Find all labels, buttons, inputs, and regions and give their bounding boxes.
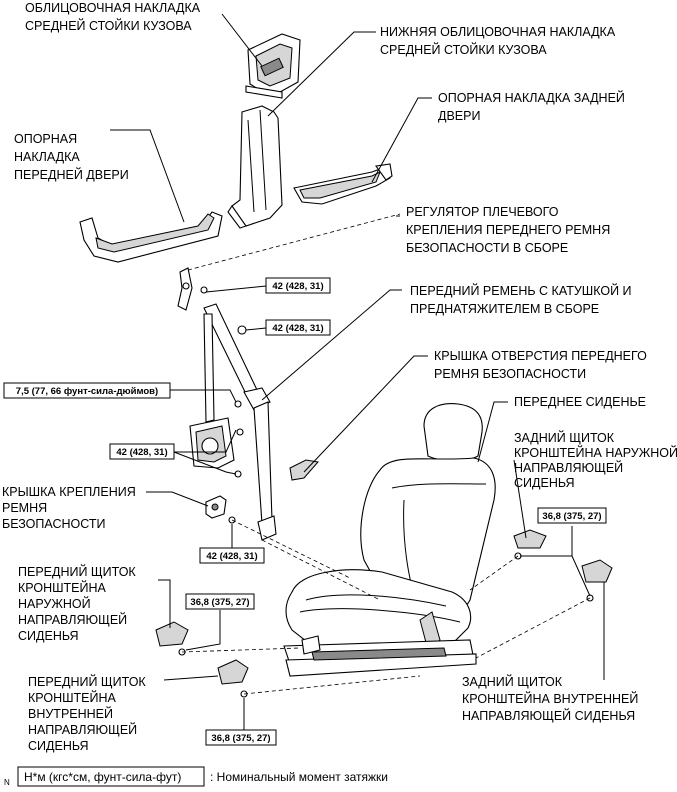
svg-text:42 (428, 31): 42 (428, 31) [206,551,257,562]
svg-text:42 (428, 31): 42 (428, 31) [272,323,323,334]
rear-inner-cover-part [581,559,613,602]
label-front-seat: ПЕРЕДНЕЕ СИДЕНЬЕ [514,395,646,409]
label-rear-outer-cover: ЗАДНИЙ ЩИТОК КРОНШТЕЙНА НАРУЖНОЙ НАПРАВЛ… [514,430,677,490]
leader-lines [110,13,605,730]
front-seat-part [283,403,496,677]
front-inner-cover-part [217,659,249,698]
label-rear-door-scuff: ОПОРНАЯ НАКЛАДКА ЗАДНЕЙ ДВЕРИ [438,90,628,123]
front-door-scuff-part [79,211,223,263]
svg-text:36,8 (375, 27): 36,8 (375, 27) [190,597,249,608]
torque-retractor: 42 (428, 31) [109,443,175,460]
torque-adjuster: 42 (428, 31) [265,277,331,294]
label-belt-hole-cover: КРЫШКА ОТВЕРСТИЯ ПЕРЕДНЕГО РЕМНЯ БЕЗОПАС… [434,349,650,381]
label-shoulder-adjuster: РЕГУЛЯТОР ПЛЕЧЕВОГО КРЕПЛЕНИЯ ПЕРЕДНЕГО … [406,205,614,255]
center-pillar-garnish-part [245,33,301,99]
anchor-cover-part [205,495,227,519]
torque-belt-upper: 42 (428, 31) [265,319,331,336]
shoulder-adjuster-part [177,267,208,311]
rear-door-scuff-part [293,163,393,205]
retractor-part [189,417,235,469]
rear-outer-cover-part [513,529,547,560]
front-belt-part [203,303,277,541]
svg-text:42 (428, 31): 42 (428, 31) [116,447,167,458]
legend-description: : Номинальный момент затяжки [210,770,388,784]
torque-retractor-small: 7,5 (77, 66 фунт-сила-дюймов) [3,382,171,399]
label-anchor-cover: КРЫШКА КРЕПЛЕНИЯ РЕМНЯ БЕЗОПАСНОСТИ [2,485,139,531]
assembly-lines [181,213,591,695]
label-center-pillar-garnish: ОБЛИЦОВОЧНАЯ НАКЛАДКА СРЕДНЕЙ СТОЙКИ КУЗ… [25,1,204,33]
legend-box-text: Н*м (кгс*см, фунт-сила-фут) [24,770,181,784]
label-front-door-scuff: ОПОРНАЯ НАКЛАДКА ПЕРЕДНЕЙ ДВЕРИ [14,132,129,182]
label-lower-pillar-garnish: НИЖНЯЯ ОБЛИЦОВОЧНАЯ НАКЛАДКА СРЕДНЕЙ СТО… [380,25,619,57]
torque-anchor: 42 (428, 31) [199,547,265,564]
torque-front-outer: 36,8 (375, 27) [185,593,255,610]
label-front-belt: ПЕРЕДНИЙ РЕМЕНЬ С КАТУШКОЙ И ПРЕДНАТЯЖИТ… [410,283,635,316]
torque-rear: 36,8 (375, 27) [537,507,607,524]
svg-text:42 (428, 31): 42 (428, 31) [272,281,323,292]
svg-text:36,8 (375, 27): 36,8 (375, 27) [542,511,601,522]
torque-front-inner: 36,8 (375, 27) [205,729,277,746]
belt-hole-cover-part [289,459,319,481]
lower-pillar-garnish-part [227,105,283,229]
label-front-inner-cover: ПЕРЕДНИЙ ЩИТОК КРОНШТЕЙНА ВНУТРЕННЕЙ НАП… [28,674,149,753]
label-front-outer-cover: ПЕРЕДНИЙ ЩИТОК КРОНШТЕЙНА НАРУЖНОЙ НАПРА… [18,564,139,643]
legend-marker: N [4,778,10,787]
svg-text:36,8 (375, 27): 36,8 (375, 27) [211,733,270,744]
front-outer-cover-part [155,621,189,656]
legend: N Н*м (кгс*см, фунт-сила-фут) : Номиналь… [4,766,388,787]
svg-text:7,5 (77, 66 фунт-сила-дюймов): 7,5 (77, 66 фунт-сила-дюймов) [16,386,158,397]
label-rear-inner-cover: ЗАДНИЙ ЩИТОК КРОНШТЕЙНА ВНУТРЕННЕЙ НАПРА… [462,674,642,723]
